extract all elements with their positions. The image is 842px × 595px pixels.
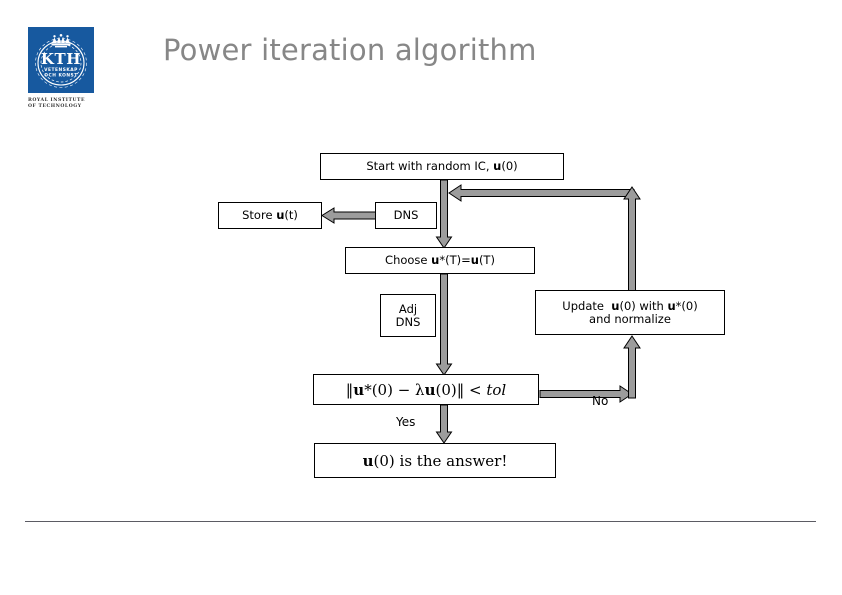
svg-text:OCH KONST: OCH KONST xyxy=(44,73,77,79)
arrow-loopback-top xyxy=(448,184,635,202)
arrow-start-to-choose xyxy=(435,179,453,249)
arrow-no-to-update xyxy=(623,335,641,399)
arrow-no-branch xyxy=(539,385,633,403)
footer-divider xyxy=(25,521,816,522)
node-dns[interactable]: DNS xyxy=(375,202,437,229)
arrow-choose-to-test xyxy=(435,273,453,376)
branch-label-yes: Yes xyxy=(396,415,416,429)
node-start[interactable]: Start with random IC, u(0) xyxy=(320,153,564,180)
node-start-label: Start with random IC, u(0) xyxy=(366,159,518,173)
node-store-label: Store u(t) xyxy=(242,208,298,222)
kth-caption-line-2: OF TECHNOLOGY xyxy=(28,104,82,110)
node-choose[interactable]: Choose u*(T)=u(T) xyxy=(345,247,535,274)
kth-caption-line-1: ROYAL INSTITUTE xyxy=(28,98,86,103)
node-update-label: Update u(0) with u*(0)and normalize xyxy=(562,298,698,326)
node-choose-label: Choose u*(T)=u(T) xyxy=(385,253,495,267)
node-store[interactable]: Store u(t) xyxy=(218,202,322,229)
node-tolerance-test-label: ‖u*(0) − λu(0)‖ < tol xyxy=(345,380,507,399)
arrow-loopback-riser xyxy=(623,186,641,293)
page-title: Power iteration algorithm xyxy=(163,33,537,67)
node-update[interactable]: Update u(0) with u*(0)and normalize xyxy=(535,290,725,335)
arrow-yes-branch xyxy=(435,404,453,444)
svg-text:KTH: KTH xyxy=(41,50,81,68)
node-tolerance-test[interactable]: ‖u*(0) − λu(0)‖ < tol xyxy=(313,374,539,405)
kth-seal-icon: KTH VETENSKAP OCH KONST xyxy=(28,27,94,93)
node-answer-label: u(0) is the answer! xyxy=(362,451,508,470)
kth-logo-mark: KTH VETENSKAP OCH KONST xyxy=(28,27,94,93)
node-answer[interactable]: u(0) is the answer! xyxy=(314,443,556,478)
svg-text:VETENSKAP: VETENSKAP xyxy=(44,67,78,73)
branch-label-no: No xyxy=(592,394,609,408)
node-dns-label: DNS xyxy=(393,208,419,222)
